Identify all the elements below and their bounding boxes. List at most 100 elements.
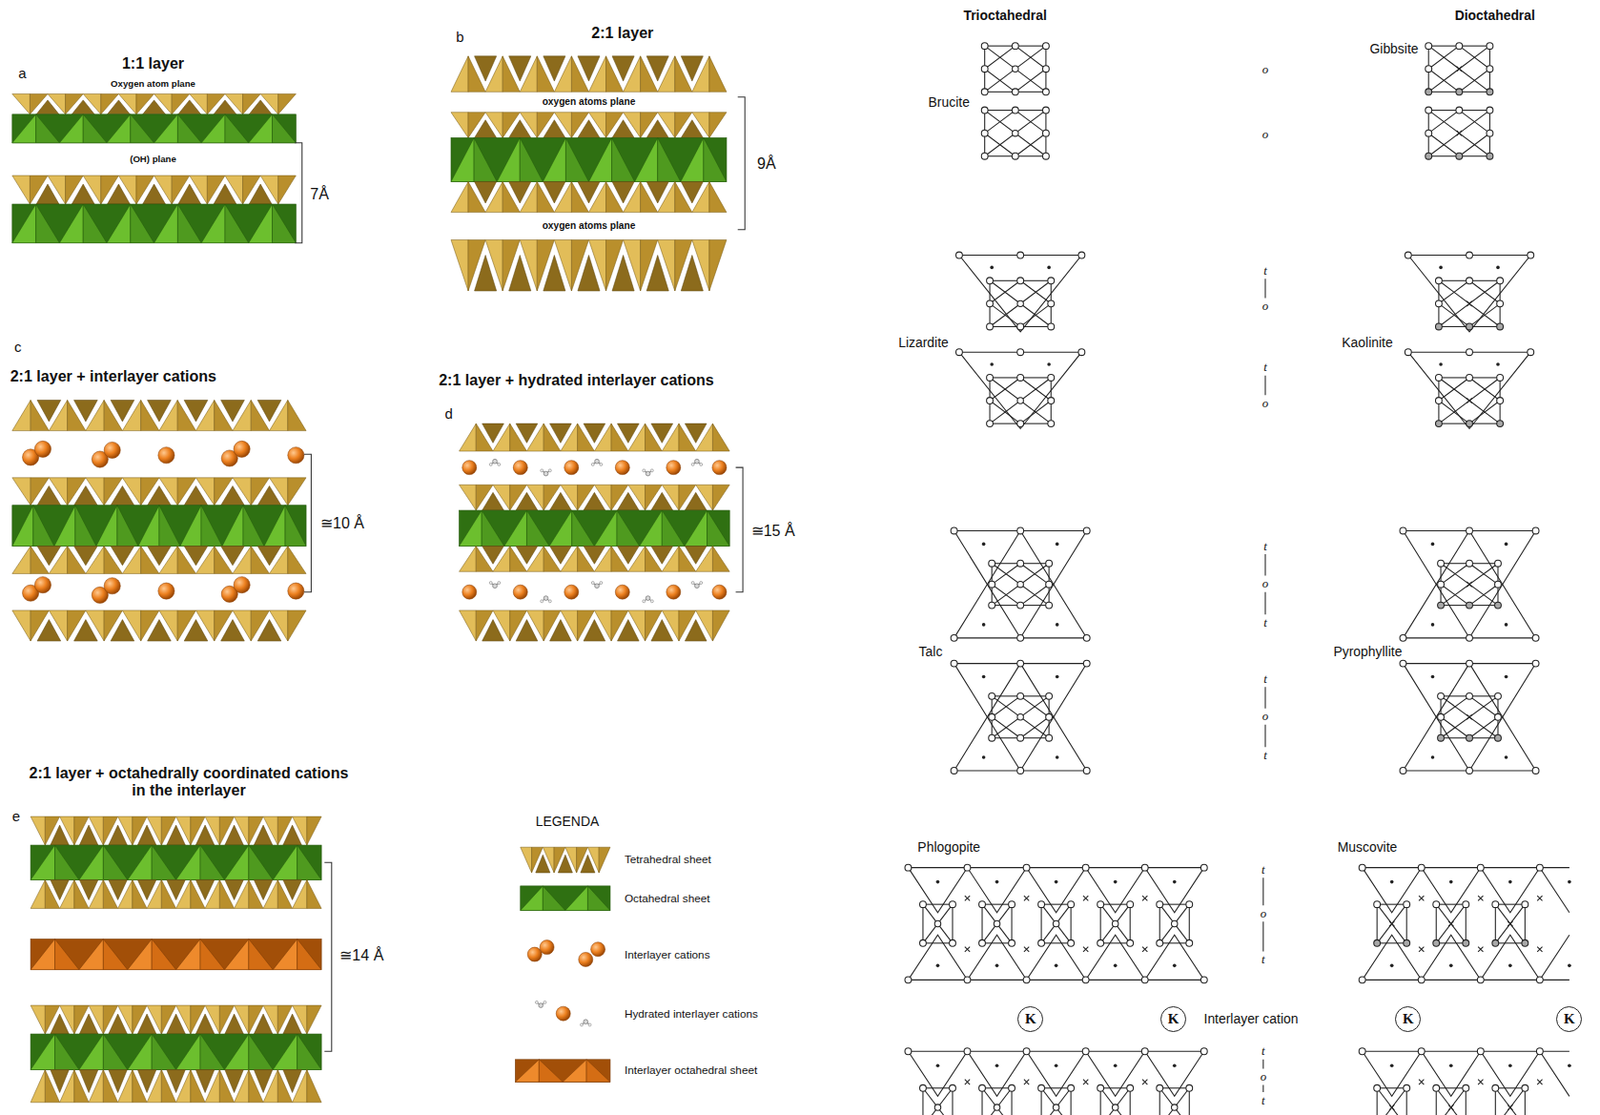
tetrahedron xyxy=(519,56,537,92)
oxygen-atom xyxy=(1403,1084,1411,1091)
oxygen-atom xyxy=(1476,1047,1484,1055)
cation-dot xyxy=(1449,880,1454,884)
outline-line xyxy=(1362,934,1570,980)
tetrahedron xyxy=(219,816,234,845)
tetrahedron xyxy=(250,400,269,431)
tetrahedron xyxy=(263,1069,278,1103)
cation-dot xyxy=(1054,1063,1059,1067)
octahedron xyxy=(117,505,139,547)
oxygen-atom xyxy=(1466,527,1474,534)
tetrahedron xyxy=(709,112,727,139)
oxygen-atom xyxy=(1358,1047,1366,1055)
outline-line xyxy=(1435,903,1466,944)
tetrahedron xyxy=(263,1005,278,1034)
tetrahedron xyxy=(122,400,141,431)
tetrahedron xyxy=(12,400,31,431)
oxygen-atom xyxy=(1171,1104,1178,1110)
outline-line xyxy=(991,696,1049,739)
tetrahedron xyxy=(250,610,269,641)
interlayer-cation xyxy=(527,946,542,962)
tetrahedron xyxy=(287,610,307,641)
outline-line xyxy=(1440,696,1498,739)
octahedral-outline xyxy=(989,377,1051,424)
tetrahedron xyxy=(657,239,676,291)
oxygen-atom xyxy=(1527,251,1535,259)
tetrahedron xyxy=(60,879,75,908)
octahedron xyxy=(75,505,97,547)
tetrahedron xyxy=(560,610,578,641)
sheet-symbol: o xyxy=(1260,905,1267,921)
cation-dot xyxy=(982,622,986,627)
oxygen-atom xyxy=(988,734,996,741)
octahedron xyxy=(200,1033,225,1069)
octahedron xyxy=(248,114,273,144)
tetrahedron xyxy=(248,1069,264,1103)
cation-dot xyxy=(936,880,941,884)
vacancy-mark xyxy=(1083,895,1088,901)
outline-line xyxy=(982,1087,1012,1115)
oxygen-atom xyxy=(1052,1104,1059,1110)
outline-line xyxy=(1159,1087,1190,1115)
mineral-name: Muscovite xyxy=(1337,839,1398,855)
tetrahedron xyxy=(571,239,589,291)
octahedron xyxy=(272,204,297,244)
tetrahedron xyxy=(214,477,233,506)
mica-layer xyxy=(904,863,1208,984)
outline-line xyxy=(959,351,1082,429)
octahedron xyxy=(200,844,225,880)
sheet-band xyxy=(12,114,297,144)
tetrahedron xyxy=(594,610,612,641)
octahedron xyxy=(151,844,176,880)
tetrahedral-sheet xyxy=(12,93,297,114)
tetrahedron xyxy=(190,1005,206,1034)
oxygen-atom xyxy=(1186,1084,1193,1091)
water-hydrogen xyxy=(599,581,603,585)
water-hydrogen xyxy=(650,469,654,472)
tetrahedron xyxy=(65,175,84,205)
sheet-link-bar xyxy=(1262,877,1264,905)
vacancy-mark xyxy=(1142,946,1148,952)
tetrahedral-sheet xyxy=(30,879,322,908)
tetrahedron xyxy=(459,484,477,511)
water-molecule xyxy=(642,595,655,603)
vacancy-mark xyxy=(1083,946,1088,952)
panel-title: 2:1 layer + interlayer cations xyxy=(10,367,217,385)
tetrahedron xyxy=(219,879,234,908)
tetrahedron xyxy=(159,610,178,641)
octahedron xyxy=(102,1033,127,1069)
tetrahedron xyxy=(161,879,176,908)
outline-line xyxy=(1376,903,1407,944)
octahedral-sheet xyxy=(12,204,297,244)
vacancy-mark xyxy=(1477,1079,1483,1085)
tetrahedron xyxy=(640,112,658,139)
oxygen-atom xyxy=(1186,901,1193,908)
tetrahedron xyxy=(560,546,578,573)
oxygen-atom xyxy=(1046,692,1053,699)
tetrahedron xyxy=(475,484,493,511)
octahedral-outline xyxy=(1159,1087,1190,1115)
tetrahedron xyxy=(560,423,578,452)
oxygen-atom xyxy=(1046,601,1053,609)
octahedral-outline xyxy=(1376,1087,1407,1115)
oxygen-atom xyxy=(1495,713,1502,720)
t-o-unit xyxy=(1404,348,1534,430)
octahedron xyxy=(562,1059,587,1083)
octahedral-outline xyxy=(984,45,1047,92)
oxygen-atom xyxy=(1374,939,1381,946)
octahedron xyxy=(36,114,61,144)
oxygen-atom xyxy=(950,767,958,775)
vacancy-mark xyxy=(1507,1104,1513,1109)
tetrahedron xyxy=(44,816,60,845)
mineral-name: Talc xyxy=(919,643,944,659)
tetrahedron xyxy=(577,610,595,641)
oxygen-atom xyxy=(1083,527,1090,534)
oxygen-atom xyxy=(1462,901,1470,908)
spacing-bracket xyxy=(294,143,302,244)
tetrahedral-sheet xyxy=(459,484,731,511)
water-hydrogen xyxy=(548,469,552,472)
octahedral-sheet xyxy=(459,510,731,546)
oxygen-atom xyxy=(1466,420,1474,428)
octahedron xyxy=(127,939,152,970)
tetrahedron xyxy=(195,400,214,431)
oxygen-atom xyxy=(1495,580,1502,588)
